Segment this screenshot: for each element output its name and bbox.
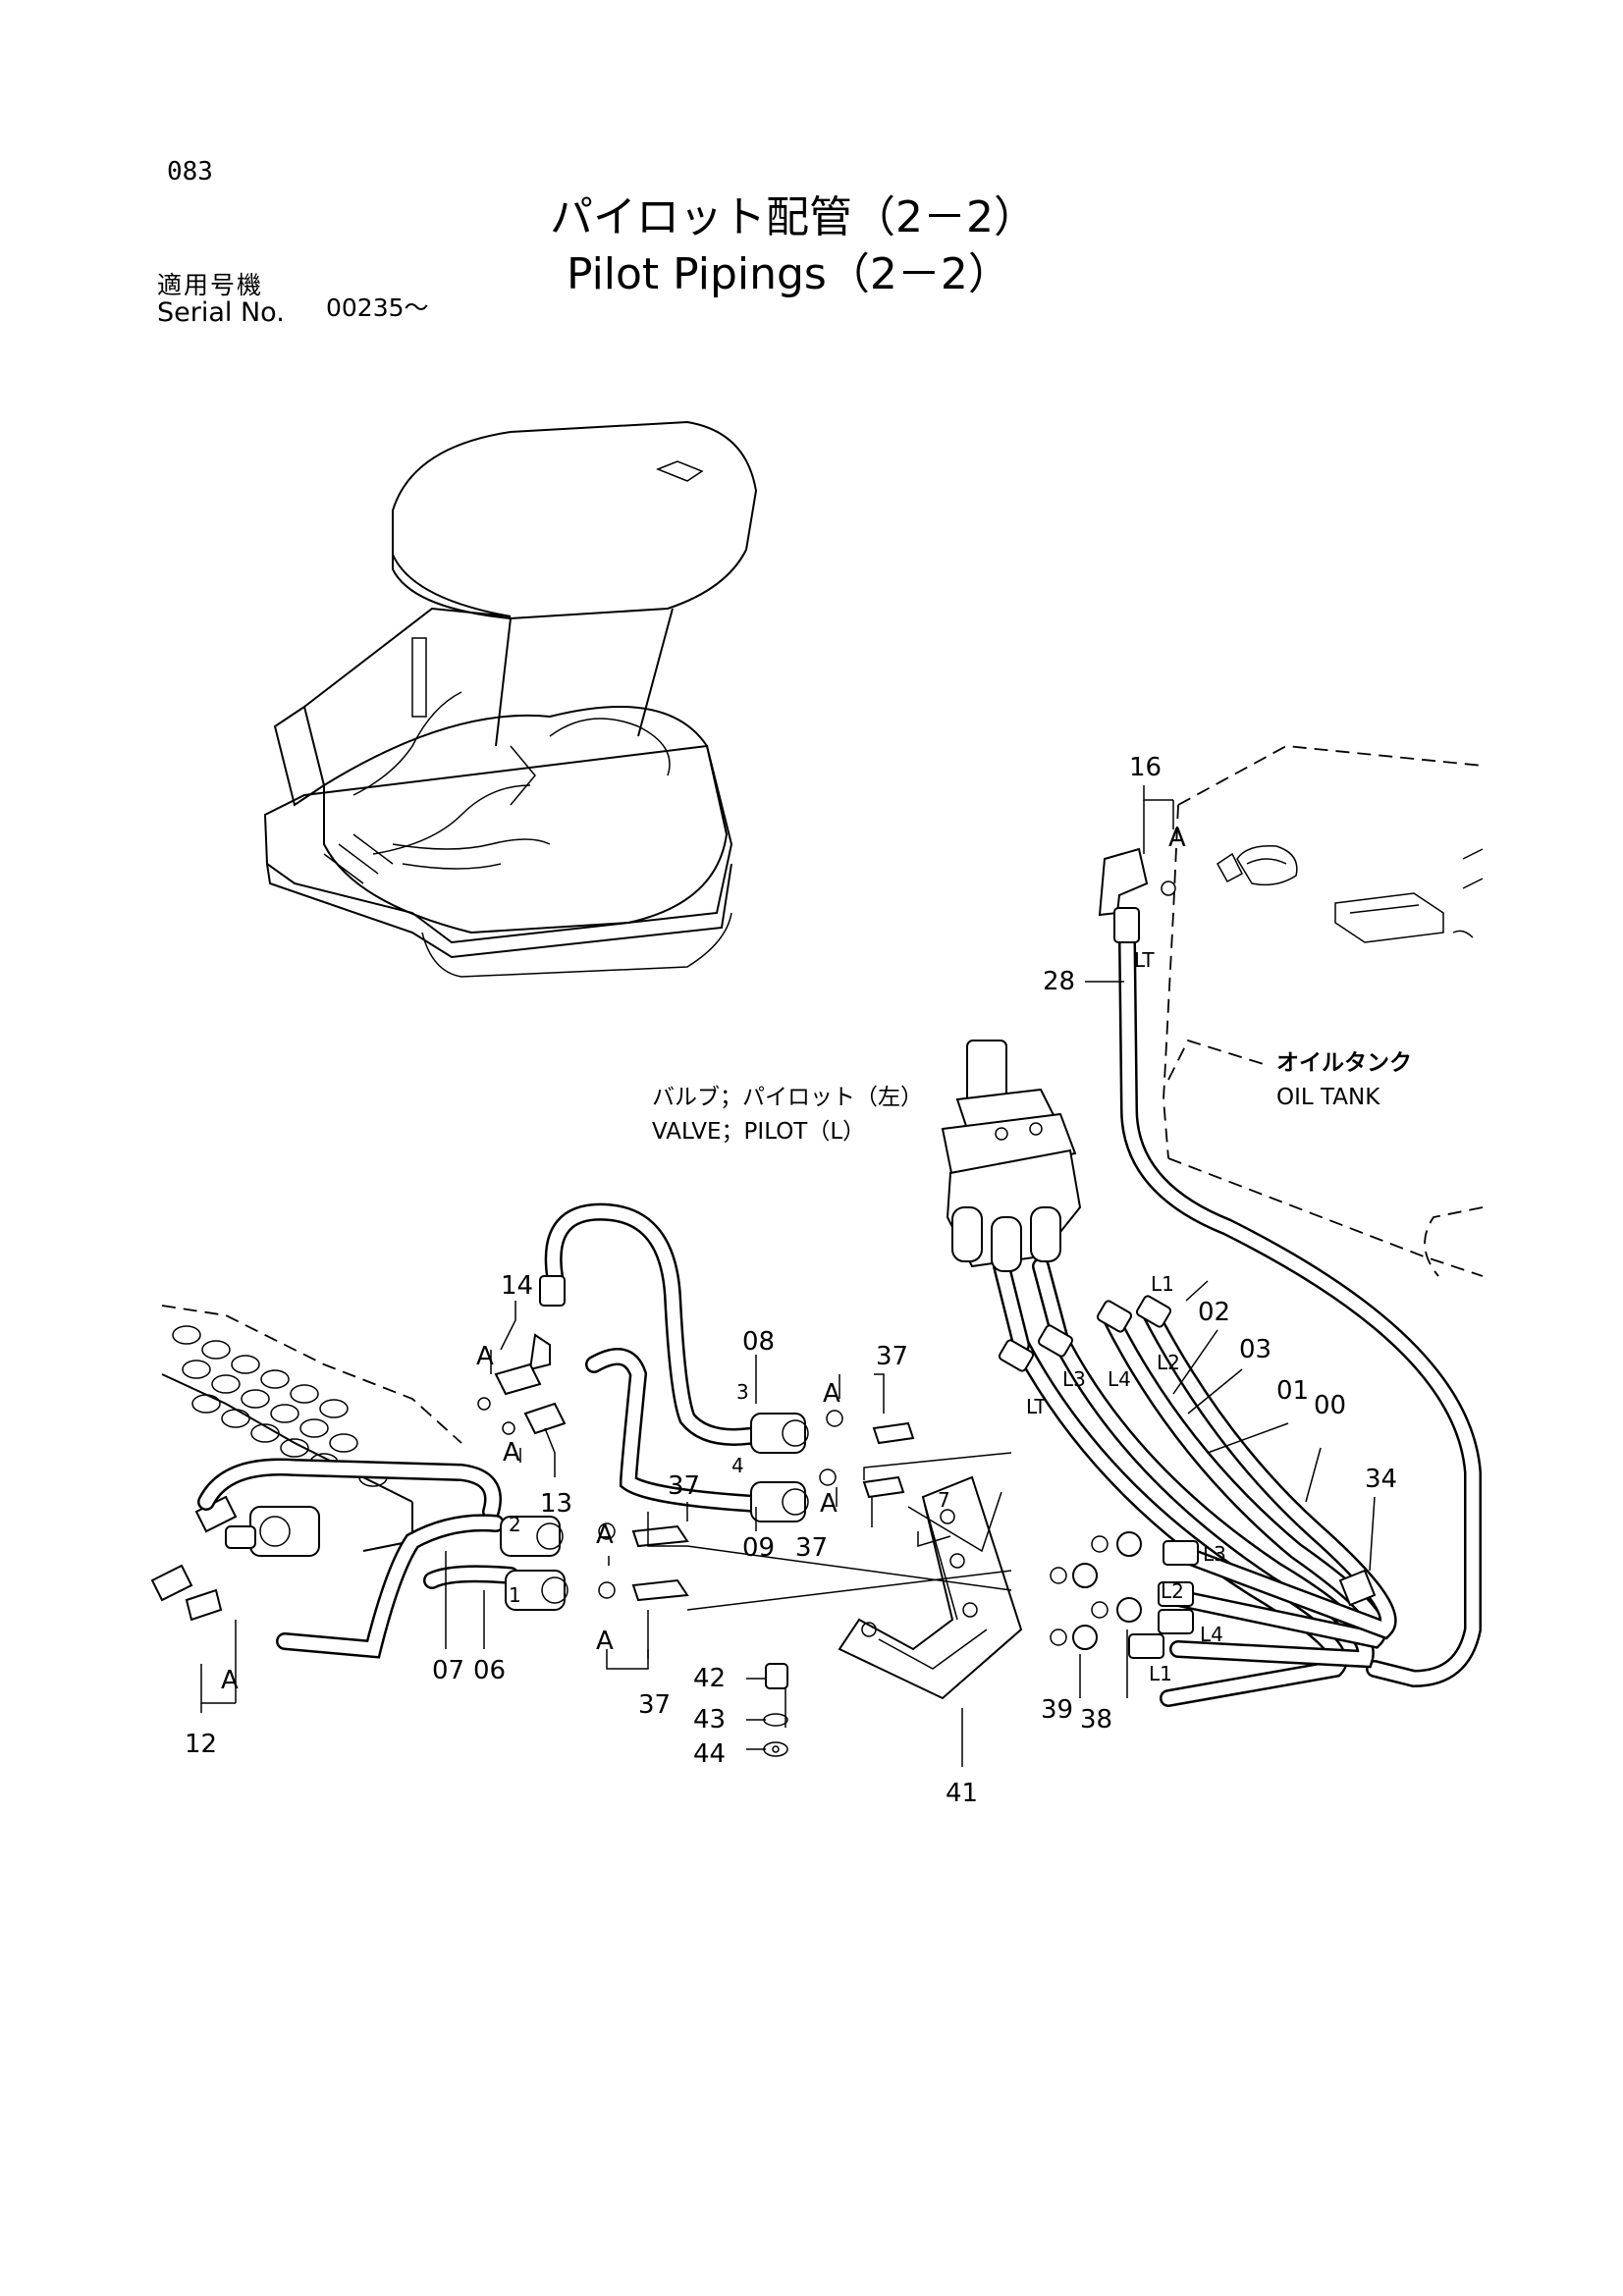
excavator-cab-icon — [263, 420, 758, 978]
callout-14: 14 — [501, 1271, 533, 1301]
marker-l1-end: L1 — [1149, 1662, 1172, 1685]
marker-l3-valve: L3 — [1062, 1367, 1086, 1391]
callout-37-middle: 37 — [668, 1471, 700, 1501]
page-number: 083 — [167, 157, 213, 187]
marker-a-16: A — [1168, 824, 1186, 853]
callout-43: 43 — [693, 1705, 726, 1735]
marker-l2-end: L2 — [1161, 1579, 1184, 1603]
callout-41: 41 — [946, 1779, 978, 1808]
callout-09: 09 — [742, 1533, 775, 1563]
marker-a-37-right: A — [820, 1489, 838, 1519]
marker-lt-tank: LT — [1134, 948, 1155, 972]
marker-l3-end: L3 — [1203, 1542, 1226, 1566]
marker-hose-1: 1 — [509, 1583, 521, 1607]
tank-caption-japanese: オイルタンク — [1276, 1050, 1412, 1076]
marker-hose-4: 4 — [731, 1454, 744, 1477]
marker-l1-valve: L1 — [1151, 1272, 1174, 1296]
fitting-icon — [477, 847, 1377, 1757]
callout-02: 02 — [1198, 1298, 1230, 1327]
serial-value: 00235～ — [326, 294, 429, 322]
marker-l4-end: L4 — [1200, 1623, 1223, 1646]
leader-lines — [200, 785, 1376, 1767]
marker-7: 7 — [938, 1488, 950, 1512]
marker-a-37-middle: A — [596, 1521, 614, 1550]
serial-label-english: Serial No. — [157, 297, 285, 328]
marker-a-14: A — [476, 1342, 494, 1371]
callout-03: 03 — [1239, 1335, 1271, 1364]
callout-39: 39 — [1041, 1695, 1073, 1725]
title-english: Pilot Pipings（2－2） — [567, 249, 1011, 299]
callout-37-right: 37 — [795, 1533, 828, 1563]
callout-00: 00 — [1314, 1391, 1346, 1420]
callout-37-top: 37 — [876, 1342, 908, 1371]
callout-01: 01 — [1276, 1376, 1309, 1406]
callout-12: 12 — [185, 1730, 217, 1759]
callout-07: 07 — [432, 1656, 464, 1685]
valve-caption-english: VALVE；PILOT（L） — [652, 1119, 865, 1145]
callout-16: 16 — [1129, 753, 1162, 782]
marker-hose-2: 2 — [509, 1513, 521, 1536]
serial-label-japanese: 適用号機 — [157, 271, 264, 299]
marker-lt-valve: LT — [1026, 1395, 1047, 1418]
marker-hose-3: 3 — [736, 1380, 749, 1404]
callout-37-bottom: 37 — [638, 1690, 671, 1720]
valve-caption-japanese: バルブ；パイロット（左） — [652, 1085, 923, 1110]
callout-06: 06 — [473, 1656, 506, 1685]
marker-a-37-top: A — [823, 1379, 840, 1409]
callout-38: 38 — [1080, 1705, 1112, 1735]
marker-l4-valve: L4 — [1108, 1367, 1131, 1391]
marker-l2-valve: L2 — [1157, 1351, 1180, 1374]
hose-icon — [197, 934, 1482, 1707]
marker-a-13: A — [503, 1438, 520, 1468]
title-japanese: パイロット配管（2－2） — [550, 192, 1037, 242]
marker-a-12: A — [221, 1666, 239, 1695]
pilot-valve-icon — [941, 1040, 1082, 1272]
callout-42: 42 — [693, 1664, 726, 1693]
callout-34: 34 — [1365, 1465, 1397, 1494]
callout-13: 13 — [540, 1489, 572, 1519]
marker-a-37-bottom: A — [596, 1627, 614, 1656]
callout-44: 44 — [693, 1739, 726, 1769]
control-valve-icon — [150, 1305, 462, 1622]
tank-caption-english: OIL TANK — [1276, 1085, 1380, 1110]
callout-28: 28 — [1043, 967, 1075, 996]
bracket-icon — [838, 1475, 1023, 1700]
callout-08: 08 — [742, 1327, 775, 1357]
oil-tank-icon — [1163, 745, 1484, 1277]
